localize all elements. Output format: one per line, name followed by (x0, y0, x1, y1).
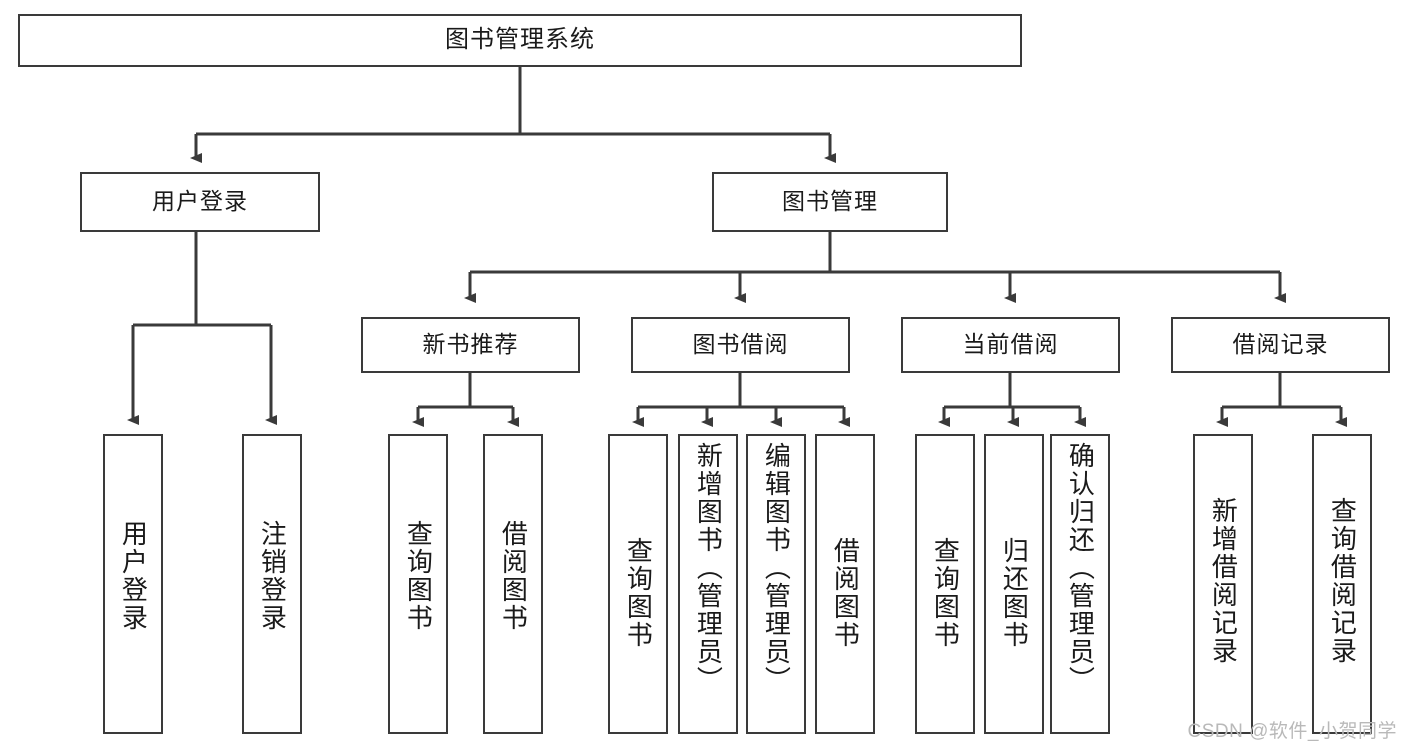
node-user-login[interactable]: 用户登录 (80, 172, 320, 232)
node-current-borrow-label: 当前借阅 (962, 331, 1059, 358)
leaf-borrow-record-query-label: 查询借阅记录 (1327, 497, 1358, 665)
leaf-current-borrow-return-label: 归还图书 (999, 537, 1030, 649)
node-book-management-label: 图书管理 (782, 188, 878, 215)
watermark-text: CSDN @软件_小贺同学 (1187, 721, 1397, 742)
node-book-borrow-label: 图书借阅 (692, 331, 789, 358)
leaf-new-book-borrow-label: 借阅图书 (498, 520, 529, 632)
node-new-book-recommend-label: 新书推荐 (422, 331, 519, 358)
leaf-current-borrow-confirm-label: 确认归还（管理员） (1065, 442, 1096, 694)
leaf-borrow-record-query[interactable]: 查询借阅记录 (1312, 434, 1372, 734)
leaf-user-login-login-label: 用户登录 (118, 520, 149, 632)
leaf-new-book-query-label: 查询图书 (403, 520, 434, 632)
leaf-current-borrow-query-label: 查询图书 (930, 537, 961, 649)
leaf-borrow-record-add-label: 新增借阅记录 (1208, 497, 1239, 665)
leaf-book-borrow-add-label: 新增图书（管理员） (693, 442, 724, 694)
leaf-user-login-login[interactable]: 用户登录 (103, 434, 163, 734)
leaf-new-book-borrow[interactable]: 借阅图书 (483, 434, 543, 734)
leaf-current-borrow-query[interactable]: 查询图书 (915, 434, 975, 734)
leaf-book-borrow-edit[interactable]: 编辑图书（管理员） (746, 434, 806, 734)
leaf-user-login-logout-label: 注销登录 (257, 520, 288, 632)
leaf-new-book-query[interactable]: 查询图书 (388, 434, 448, 734)
leaf-book-borrow-borrow-label: 借阅图书 (830, 537, 861, 649)
leaf-book-borrow-edit-label: 编辑图书（管理员） (761, 442, 792, 694)
node-book-management[interactable]: 图书管理 (712, 172, 948, 232)
node-borrow-record[interactable]: 借阅记录 (1171, 317, 1390, 373)
leaf-current-borrow-return[interactable]: 归还图书 (984, 434, 1044, 734)
node-root-label: 图书管理系统 (445, 26, 595, 54)
node-borrow-record-label: 借阅记录 (1232, 331, 1329, 358)
leaf-borrow-record-add[interactable]: 新增借阅记录 (1193, 434, 1253, 734)
node-book-borrow[interactable]: 图书借阅 (631, 317, 850, 373)
node-current-borrow[interactable]: 当前借阅 (901, 317, 1120, 373)
leaf-user-login-logout[interactable]: 注销登录 (242, 434, 302, 734)
node-root[interactable]: 图书管理系统 (18, 14, 1022, 67)
leaf-book-borrow-query-label: 查询图书 (623, 537, 654, 649)
node-new-book-recommend[interactable]: 新书推荐 (361, 317, 580, 373)
node-user-login-label: 用户登录 (152, 188, 248, 215)
leaf-book-borrow-add[interactable]: 新增图书（管理员） (678, 434, 738, 734)
leaf-current-borrow-confirm[interactable]: 确认归还（管理员） (1050, 434, 1110, 734)
leaf-book-borrow-borrow[interactable]: 借阅图书 (815, 434, 875, 734)
leaf-book-borrow-query[interactable]: 查询图书 (608, 434, 668, 734)
